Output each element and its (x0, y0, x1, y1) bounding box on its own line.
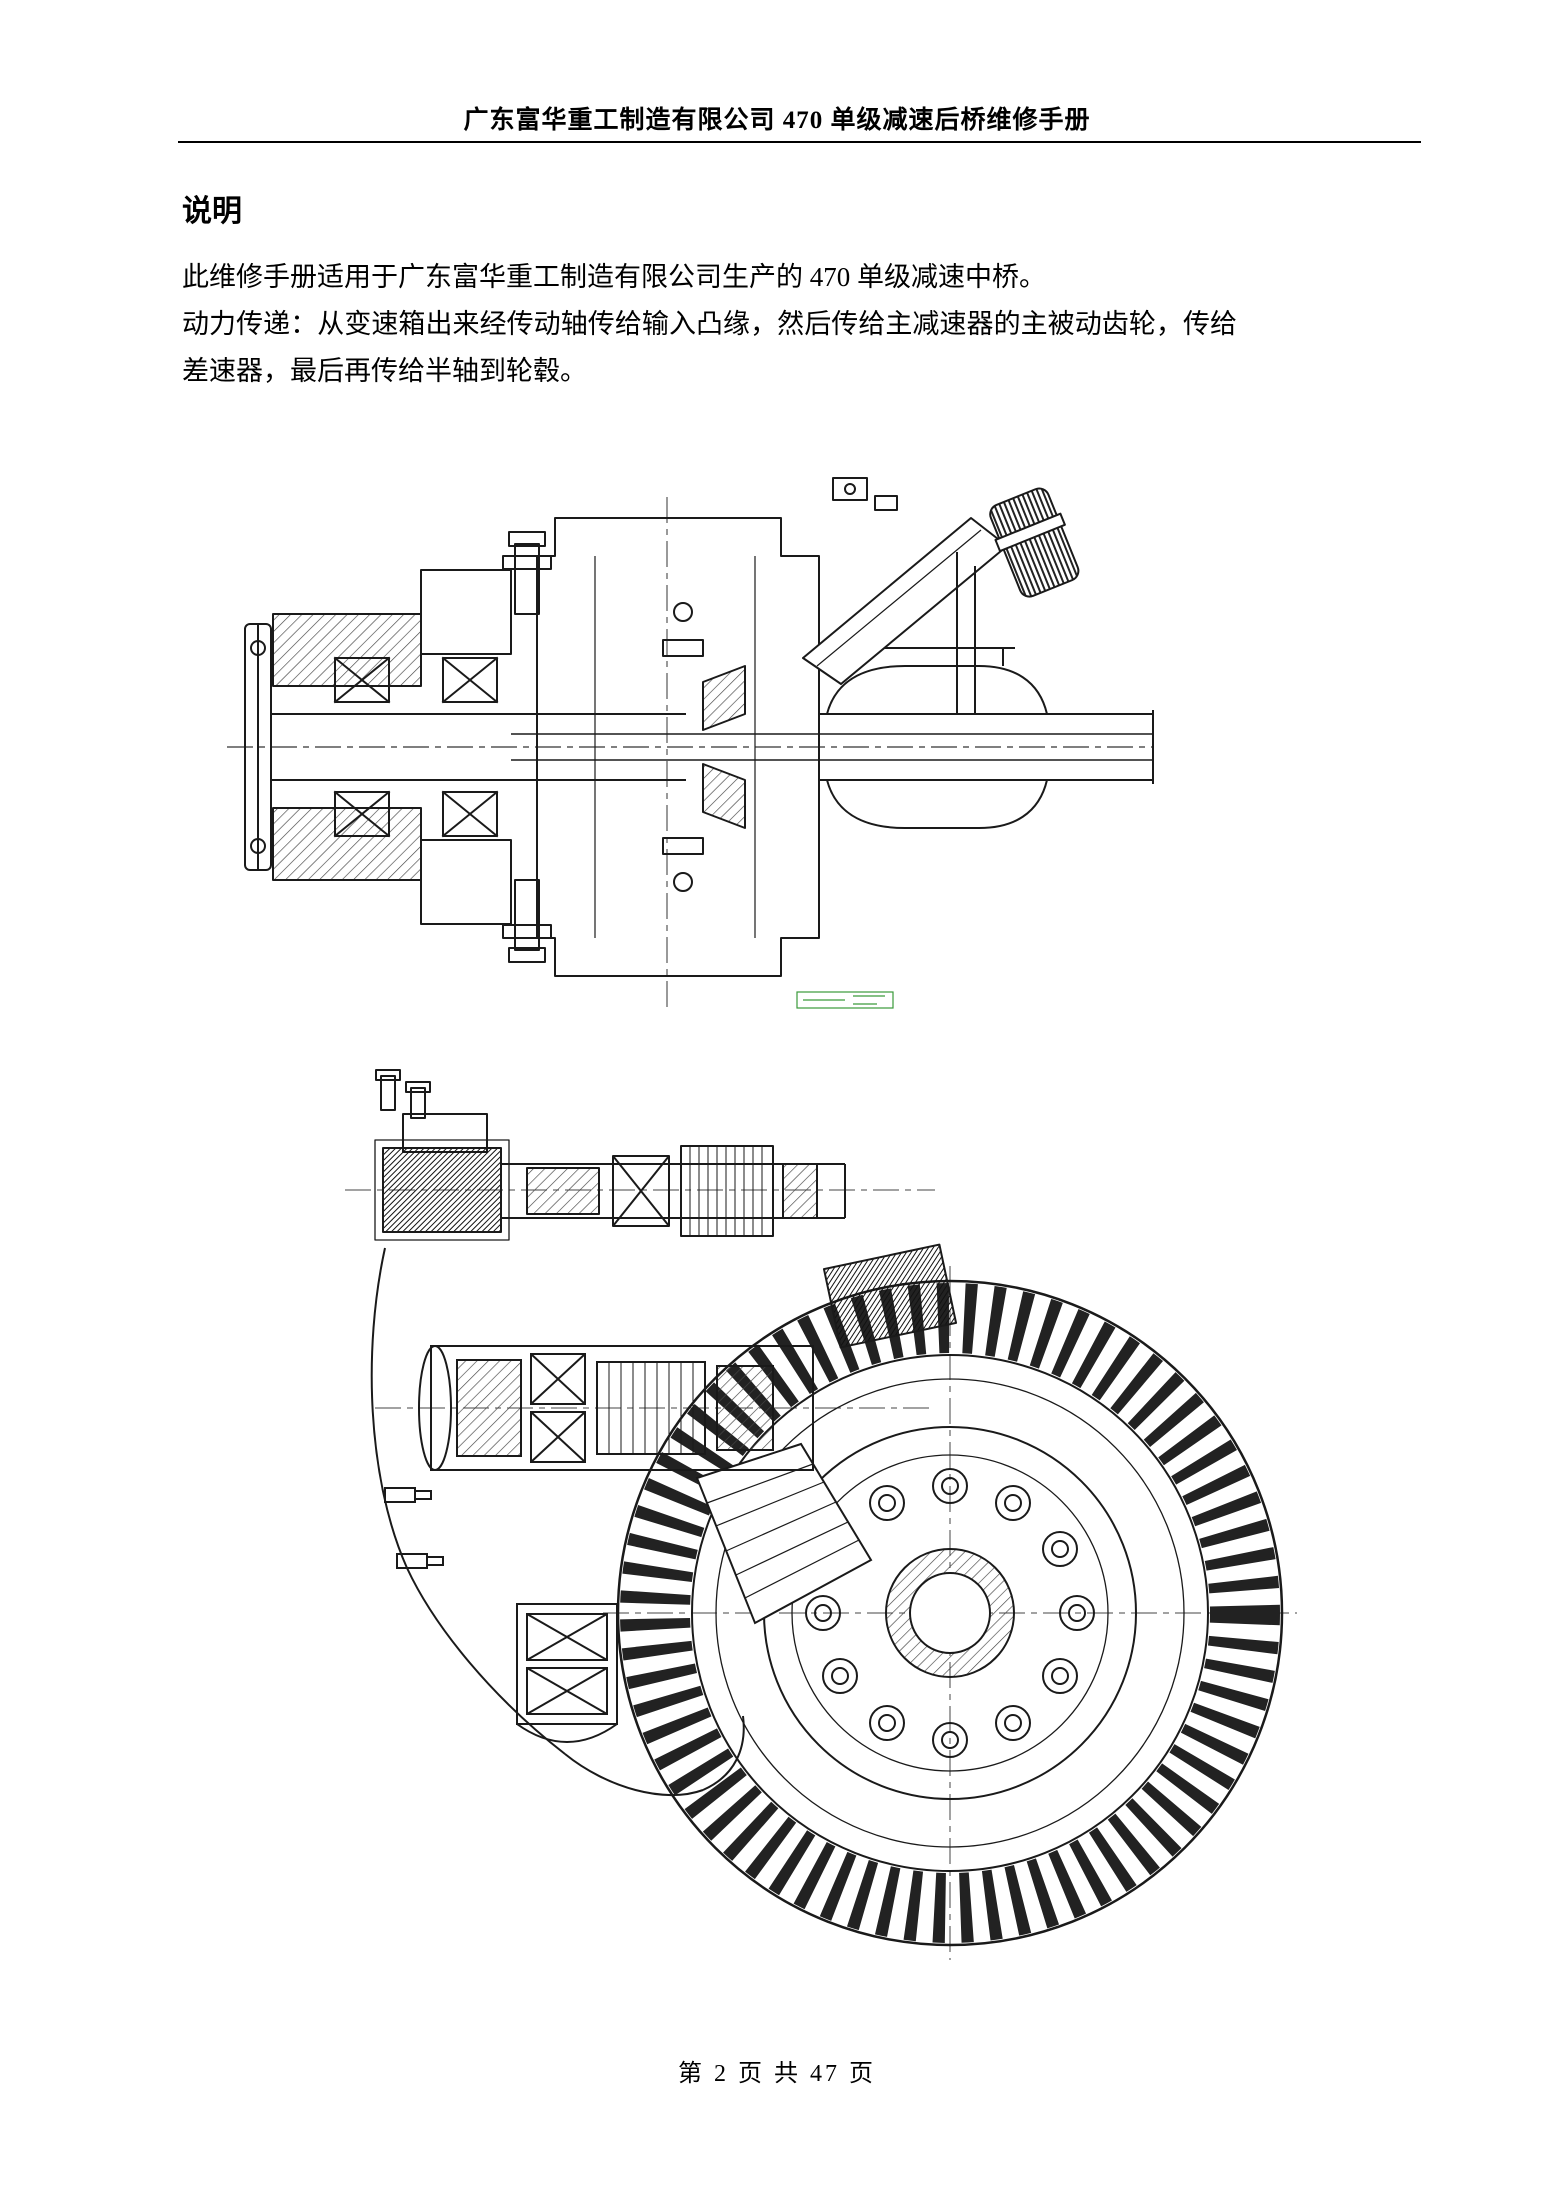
input-shaft-assembly (374, 1069, 958, 1349)
section-heading: 说明 (182, 195, 242, 228)
brake-carrier-plate (536, 517, 820, 977)
cad-stamp (796, 991, 894, 1009)
paragraph-scope: 此维修手册适用于广东富华重工制造有限公司生产的 470 单级减速中桥。 (182, 262, 1046, 292)
carrier-housing (370, 1247, 745, 1797)
bearing-cap (516, 1603, 618, 1743)
paragraph-power-flow: 动力传递：从变速箱出来经传动轴传给输入凸缘，然后传给主减速器的主被动齿轮，传给差… (182, 309, 1237, 386)
centerlines (227, 497, 1153, 1012)
header-rule (178, 141, 1421, 143)
figure-axle-cross-section (215, 452, 1165, 1042)
lower-shaft-assembly (418, 1345, 814, 1471)
hub-assembly (244, 531, 686, 963)
brake-chamber-arm (802, 477, 1080, 714)
diff-case-bolts (805, 1468, 1095, 1758)
ring-gear (616, 1279, 1284, 1947)
body-text: 此维修手册适用于广东富华重工制造有限公司生产的 470 单级减速中桥。 动力传递… (182, 254, 1237, 395)
axle-cross-section-drawing (227, 477, 1154, 1012)
figure-final-drive-assembly (235, 1048, 1335, 1998)
bevel-pinion (695, 1442, 873, 1625)
page-number: 第 2 页 共 47 页 (678, 2061, 876, 2087)
final-drive-assembly-drawing (345, 1069, 1297, 1960)
page-header-title: 广东富华重工制造有限公司 470 单级减速后桥维修手册 (463, 107, 1091, 134)
